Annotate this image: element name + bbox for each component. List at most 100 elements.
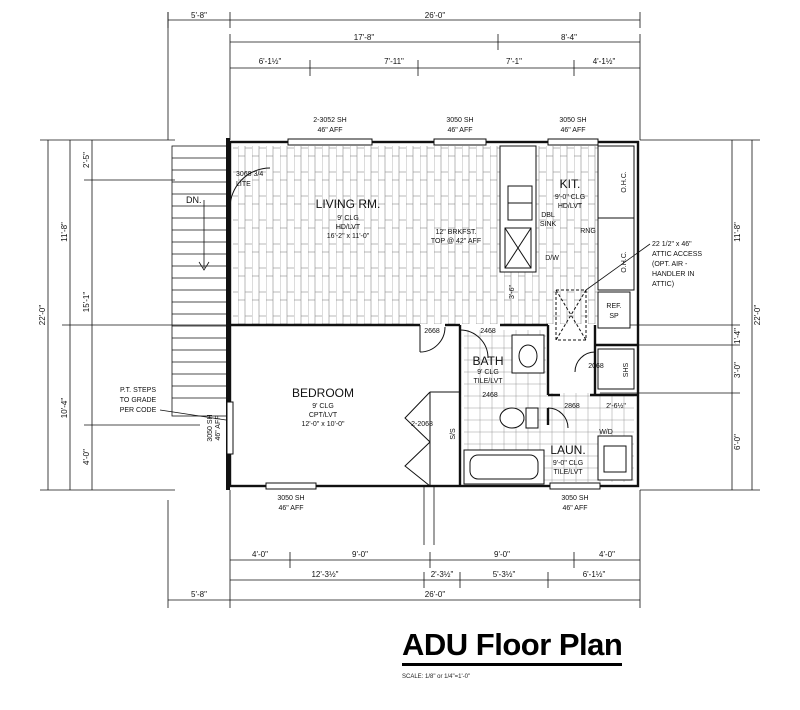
window-1-label: 2-3052 SH [313,117,346,124]
bedroom-door [404,325,460,487]
window-4-label: 3050 SH [277,495,304,502]
dbl-sink-label-1: DBL [541,212,555,219]
steps-note-1: P.T. STEPS [120,387,156,394]
dim-bot-overall: 26'-0" [425,590,446,599]
steps-leader [159,409,227,421]
page-title: ADU Floor Plan [402,628,623,666]
dim-left-b: 10'-4" [60,398,69,419]
bath-name: BATH [472,354,503,368]
window-1-aff: 46" AFF [317,127,342,134]
bath-fixtures [459,329,545,485]
dim-bot-c: 9'-0" [494,550,510,559]
ohc-label-1: O.H.C. [621,171,628,192]
dim-top-b: 8'-4" [561,33,577,42]
utility-chase [423,486,435,545]
dim-bot-b: 9'-0" [352,550,368,559]
door-2068-label: 2068 [588,363,604,370]
stairs [171,145,231,417]
dim-top-d: 7'-11" [384,57,404,66]
sp-label: SP [609,313,619,320]
dim-top-c: 6'-1½" [259,57,282,66]
steps-note-2: TO GRADE [120,397,157,404]
attic-note-3: (OPT. AIR - [652,261,688,268]
breakfast-label-2: TOP @ 42" AFF [431,238,481,245]
window-6-label: 3050 SH [207,414,214,441]
dim-left-a: 11'-8" [60,222,69,242]
bedroom-ceiling: 9' CLG [312,403,334,410]
dim-3-6: 3'-6" [509,285,516,299]
bedroom-floor: CPT/LVT [309,412,338,419]
laundry-name: LAUN. [550,443,585,457]
door-2468-b: 2468 [482,392,498,399]
door-2868-label: 2868 [564,403,580,410]
dim-left-c: 2'-5" [82,152,91,168]
living-floor [233,146,497,324]
shs-label: SHS [623,362,630,377]
laundry-ceiling: 9'-0" CLG [553,460,583,467]
window-5-aff: 46" AFF [562,505,587,512]
dim-top-a: 17'-8" [354,33,375,42]
living-room-ceiling: 9' CLG [337,215,359,222]
entry-door [229,146,271,209]
attic-note-5: ATTIC) [652,281,674,288]
kitchen-name: KIT. [560,177,581,191]
dim-bot-g: 5'-3½" [493,570,516,579]
window-5-label: 3050 SH [561,495,588,502]
dim-right-c: 3'-0" [733,362,742,378]
dbl-sink-label-2: SINK [540,221,557,228]
dim-right-b: 1'-4" [733,328,742,344]
closet-door-label: 2-2068 [411,421,433,428]
kitchen-ceiling: 9'-0" CLG [555,194,585,201]
laundry-floor-label: TILE/LVT [553,469,583,476]
bath-ceiling: 9' CLG [477,369,499,376]
dim-left-d: 15'-1" [82,292,91,313]
dimensions-bottom [167,490,641,608]
dishwasher-label: D/W [545,255,559,262]
dimensions-left [40,139,230,491]
door-2668-label: 2668 [424,328,440,335]
kitchen-casework [499,145,635,341]
dim-right-overall: 22'-0" [753,305,762,326]
stairs-down-label: DN. [186,195,202,205]
window-3-label: 3050 SH [559,117,586,124]
scale-note: SCALE: 1/8" or 1/4"=1'-0" [402,674,471,680]
dim-right-d: 6'-0" [733,434,742,450]
dim-right-a: 11'-8" [733,222,742,242]
breakfast-label-1: 12" BRKFST. [436,229,477,236]
window-2-aff: 46" AFF [447,127,472,134]
floor-plan-drawing: 5'-8" 26'-0" 17'-8" 8'-4" 6'-1½" 7'-11" … [38,11,762,608]
shelf-label: S/S [450,428,457,440]
title-block: ADU Floor Plan SCALE: 1/8" or 1/4"=1'-0" [402,628,623,680]
windows [226,138,601,490]
west-wall [226,138,230,490]
dim-left-overall: 22'-0" [38,305,47,326]
dim-top-overall-left: 5'-8" [191,11,207,20]
dimensions-top [167,12,641,140]
entry-door-label: 3068 3/4 [236,171,263,178]
laundry-fixtures [547,348,635,481]
dim-top-e: 7'-1" [506,57,522,66]
attic-note-4: HANDLER IN [652,271,694,278]
window-2-label: 3050 SH [446,117,473,124]
living-room-floor: HD/LVT [336,224,361,231]
living-room-name: LIVING RM. [316,197,381,211]
bath-floor-label: TILE/LVT [473,378,503,385]
attic-note-2: ATTIC ACCESS [652,251,702,258]
dim-bot-f: 2'-3½" [431,570,454,579]
dim-2-6: 2'-6½" [606,402,626,410]
wd-label: W/D [599,429,613,436]
window-3-aff: 46" AFF [560,127,585,134]
dim-top-overall: 26'-0" [425,11,446,20]
steps-note-3: PER CODE [120,407,157,414]
kitchen-floor-label: HD/LVT [558,203,583,210]
dim-bot-overall-left: 5'-8" [191,590,207,599]
living-room-size: 16'-2" x 11'-0" [327,233,370,240]
bedroom-size: 12'-0" x 10'-0" [301,421,345,428]
dim-top-f: 4'-1½" [593,57,616,66]
window-4-aff: 46" AFF [278,505,303,512]
dim-bot-d: 4'-0" [599,550,615,559]
window-6-aff: 46" AFF [215,415,222,440]
entry-door-lite: LITE [236,181,251,188]
door-2468-a: 2468 [480,328,496,335]
dim-bot-h: 6'-1½" [583,570,606,579]
